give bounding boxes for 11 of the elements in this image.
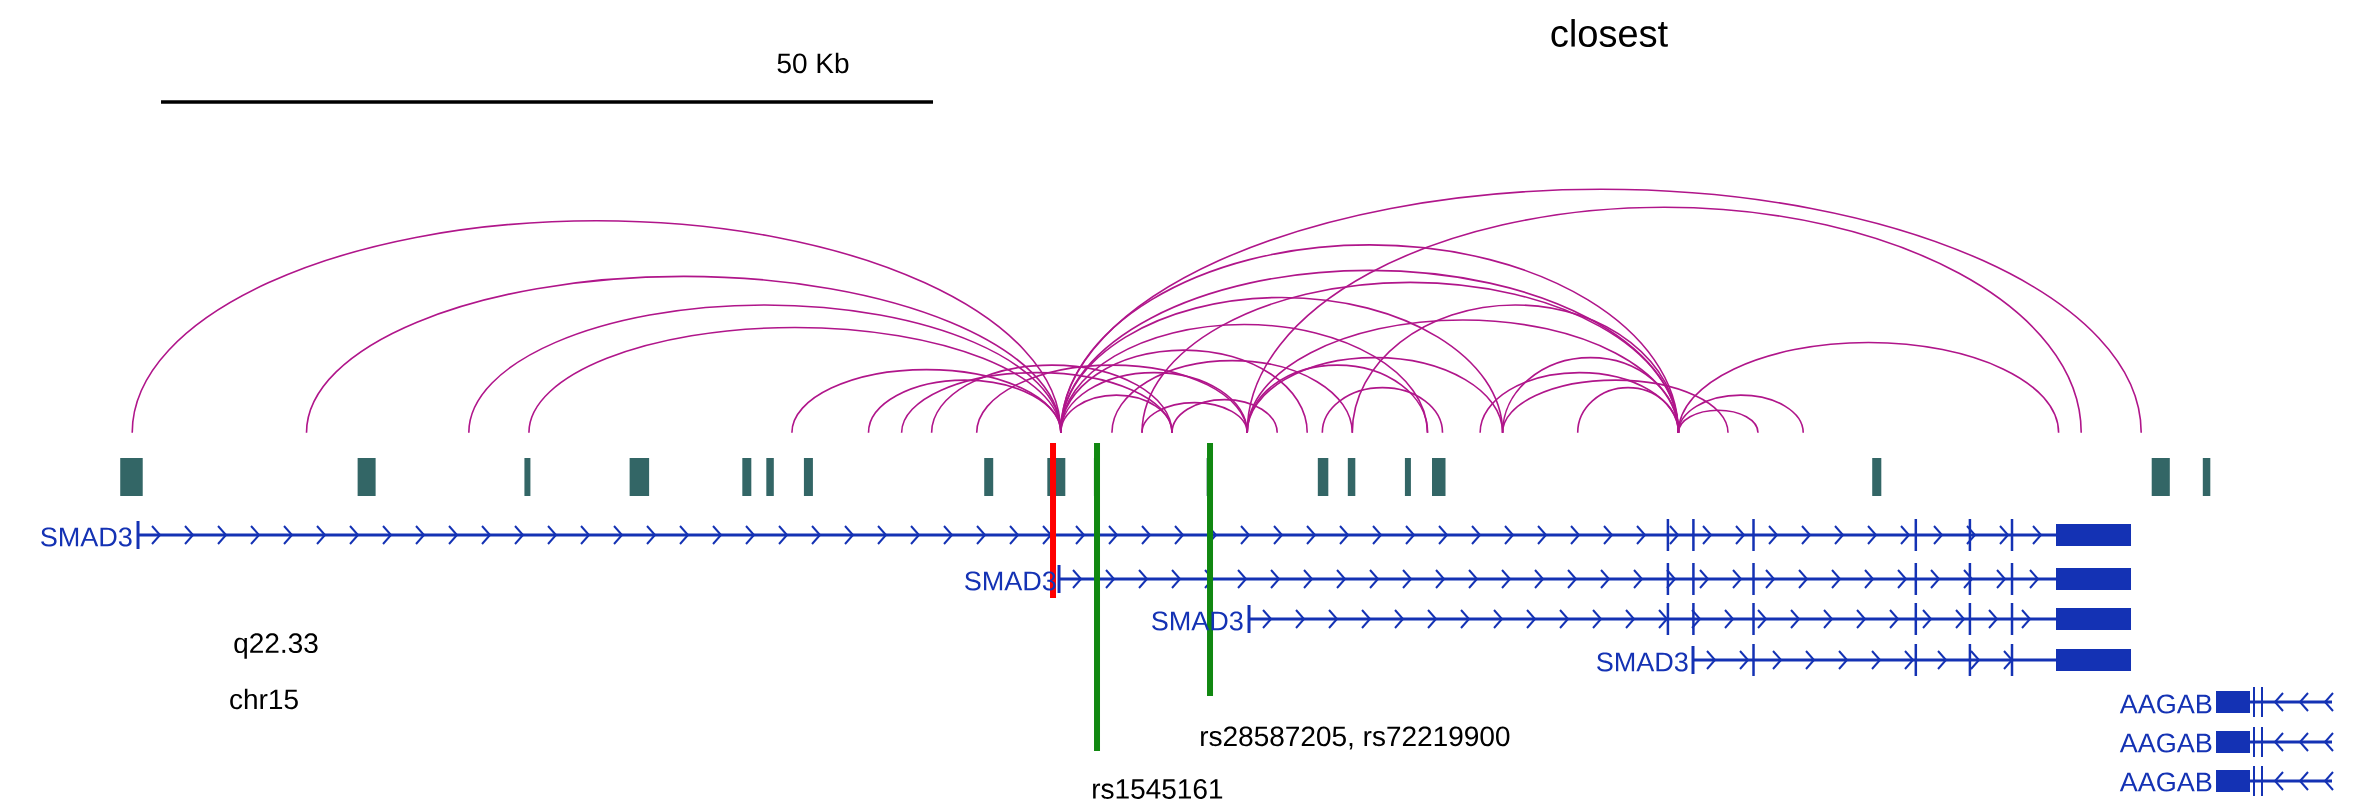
- gene-label: SMAD3: [41, 527, 132, 547]
- gene-label: AAGAB: [2119, 694, 2212, 714]
- gene-label: AAGAB: [2119, 733, 2212, 753]
- gene-label: AAGAB: [2119, 772, 2212, 792]
- track-heading: closest: [1551, 19, 1668, 47]
- gene-label: SMAD3: [1597, 652, 1688, 672]
- snp-label: rs1545161: [1093, 779, 1223, 799]
- snp-label: rs28587205, rs72219900: [1201, 726, 1510, 750]
- chromosome-label: chr15: [230, 688, 298, 710]
- scale-label: 50 Kb: [777, 52, 849, 74]
- band-label: q22.33: [234, 633, 318, 659]
